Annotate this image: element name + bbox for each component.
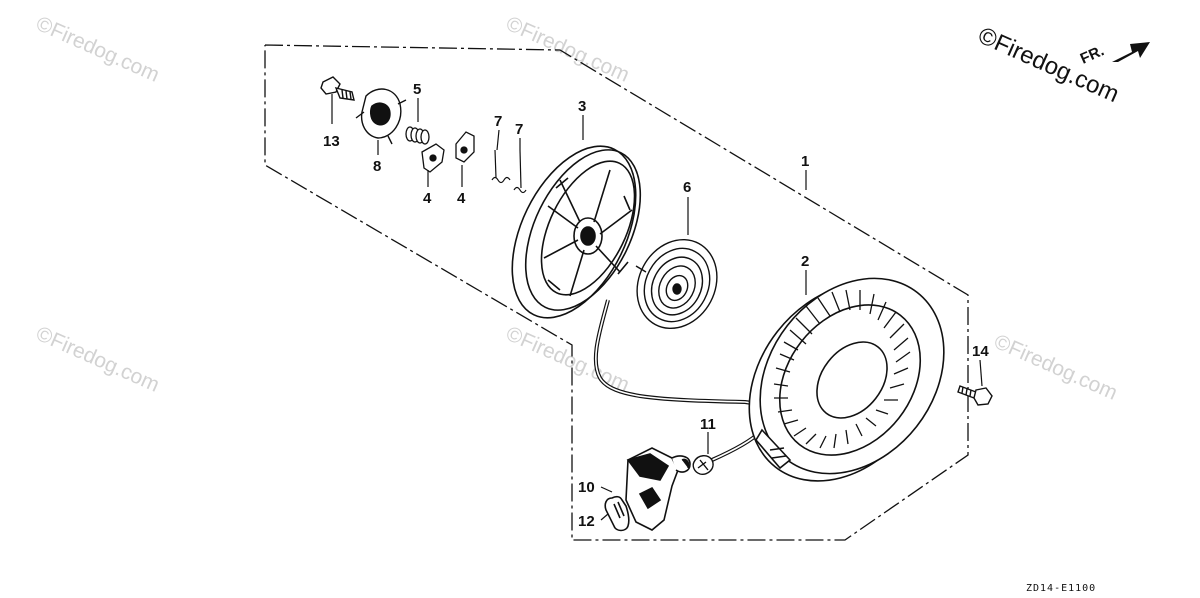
- friction-plate: [355, 88, 407, 145]
- starter-grip: [625, 447, 691, 531]
- callout-6: 6: [683, 179, 691, 196]
- callout-2: 2: [801, 253, 809, 270]
- ratchet-left: [421, 143, 445, 173]
- ratchet-spring: [405, 126, 430, 145]
- starter-case: [748, 277, 945, 482]
- callout-10: 10: [578, 479, 595, 496]
- leader-lines: [331, 94, 983, 521]
- callout-5: 5: [413, 81, 421, 98]
- callout-3: 3: [578, 98, 586, 115]
- case-bolt: [957, 385, 993, 406]
- diagram-code: ZD14-E1100: [1026, 583, 1097, 594]
- callout-7a: 7: [494, 113, 502, 130]
- callout-1: 1: [801, 153, 809, 170]
- callout-8: 8: [373, 158, 381, 175]
- callout-7b: 7: [515, 121, 523, 138]
- front-direction-arrow: FR.: [1078, 42, 1150, 68]
- ratchet-spring-small: [491, 149, 527, 194]
- flange-bolt: [320, 76, 355, 101]
- rope-knot: [692, 455, 714, 475]
- callout-4b: 4: [457, 190, 466, 207]
- starter-reel: [511, 145, 642, 319]
- case-vent-slots: [773, 289, 911, 449]
- callout-4a: 4: [423, 190, 432, 207]
- grip-insert: [604, 495, 630, 532]
- callout-labels: 1 2 3 4 4 5 6 7 7 8 10 11 12 13 14: [323, 81, 989, 530]
- recoil-spring: [635, 238, 718, 330]
- callout-13: 13: [323, 133, 340, 150]
- callout-12: 12: [578, 513, 595, 530]
- ratchet-right: [455, 131, 475, 163]
- callout-14: 14: [972, 343, 989, 360]
- front-direction-label: FR.: [1078, 42, 1107, 67]
- assembly-boundary: [264, 44, 969, 541]
- callout-11: 11: [700, 416, 716, 433]
